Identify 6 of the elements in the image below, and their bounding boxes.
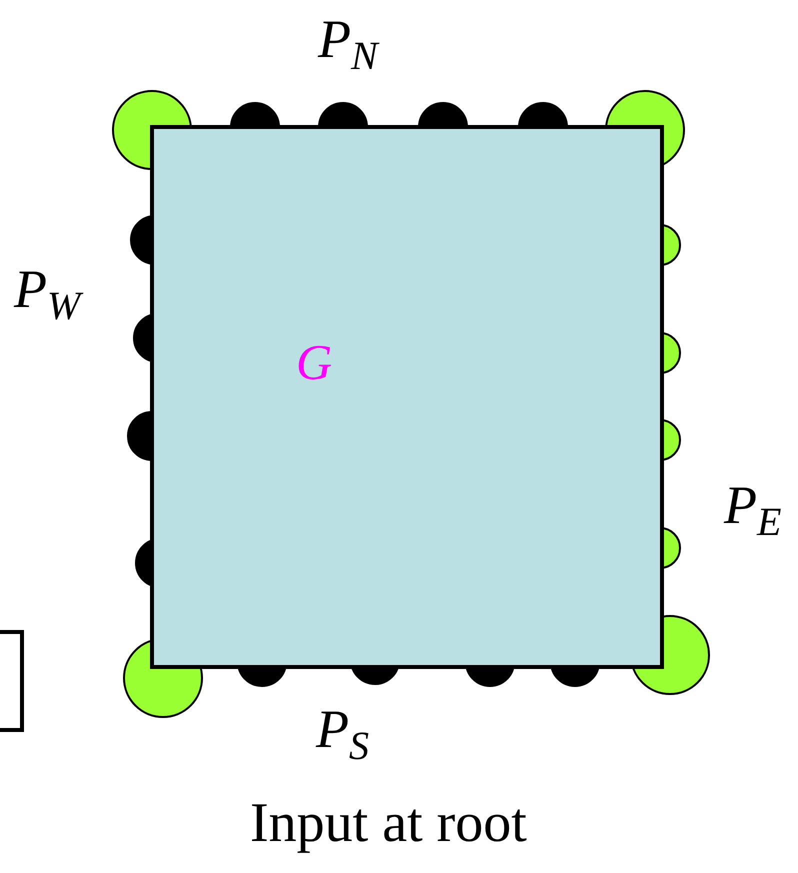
region-box	[150, 125, 664, 669]
side-label: P$_{S}$	[316, 702, 369, 766]
caption: Input at root	[250, 795, 527, 851]
region-label: G	[296, 337, 332, 387]
side-label: P$_{E}$	[724, 478, 782, 542]
side-label: P$_{N}$	[318, 12, 378, 76]
